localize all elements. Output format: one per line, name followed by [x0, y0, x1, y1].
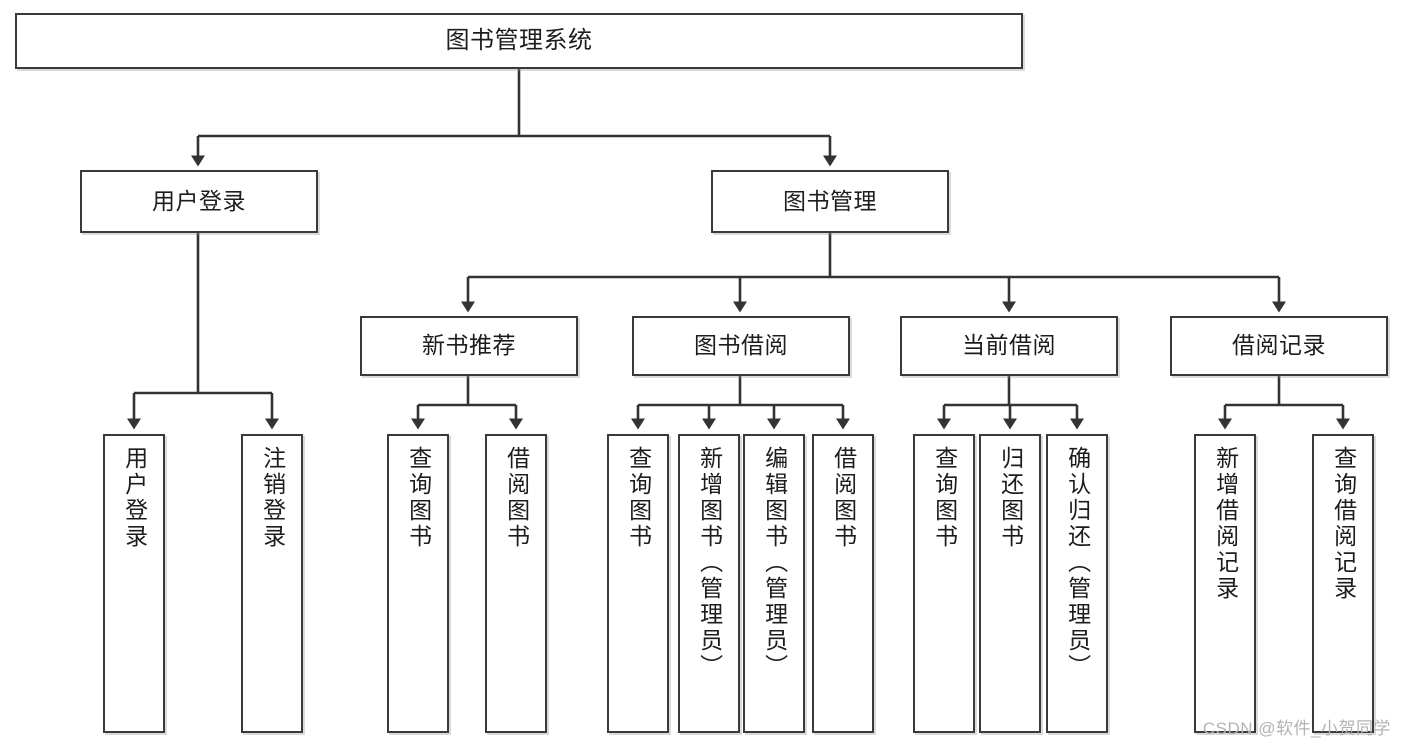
leaf-return-book[interactable]: 归还图书 — [979, 434, 1041, 733]
node-book-borrow-label: 图书借阅 — [694, 332, 788, 359]
leaf-query-book-3[interactable]: 查询图书 — [913, 434, 975, 733]
leaf-return-book-label: 归还图书 — [997, 446, 1024, 550]
node-book-manage-label: 图书管理 — [783, 187, 877, 214]
leaf-query-book-1[interactable]: 查询图书 — [387, 434, 449, 733]
node-current-borrow[interactable]: 当前借阅 — [900, 316, 1118, 376]
leaf-logout[interactable]: 注销登录 — [241, 434, 303, 733]
leaf-borrow-book-2[interactable]: 借阅图书 — [812, 434, 874, 733]
node-borrow-record-label: 借阅记录 — [1232, 332, 1326, 359]
node-new-book-recommend[interactable]: 新书推荐 — [360, 316, 578, 376]
csdn-watermark: CSDN @软件_小贺同学 — [1202, 719, 1391, 738]
leaf-query-borrow-record-label: 查询借阅记录 — [1330, 446, 1357, 602]
leaf-add-book[interactable]: 新增图书（管理员） — [678, 434, 740, 733]
leaf-add-borrow-record[interactable]: 新增借阅记录 — [1194, 434, 1256, 733]
node-user-login-label: 用户登录 — [152, 187, 246, 214]
node-root-label: 图书管理系统 — [445, 26, 593, 54]
leaf-borrow-book-1[interactable]: 借阅图书 — [485, 434, 547, 733]
leaf-query-book-3-label: 查询图书 — [931, 446, 958, 550]
leaf-logout-label: 注销登录 — [259, 446, 286, 550]
leaf-borrow-book-1-label: 借阅图书 — [503, 446, 530, 550]
leaf-confirm-return-label: 确认归还（管理员） — [1064, 446, 1091, 680]
leaf-borrow-book-2-label: 借阅图书 — [830, 446, 857, 550]
leaf-confirm-return[interactable]: 确认归还（管理员） — [1046, 434, 1108, 733]
node-borrow-record[interactable]: 借阅记录 — [1170, 316, 1388, 376]
leaf-query-book-1-label: 查询图书 — [405, 446, 432, 550]
leaf-edit-book[interactable]: 编辑图书（管理员） — [743, 434, 805, 733]
leaf-user-login-label: 用户登录 — [121, 446, 148, 550]
leaf-query-borrow-record[interactable]: 查询借阅记录 — [1312, 434, 1374, 733]
leaf-query-book-2[interactable]: 查询图书 — [607, 434, 669, 733]
node-book-borrow[interactable]: 图书借阅 — [632, 316, 850, 376]
node-new-book-recommend-label: 新书推荐 — [422, 332, 516, 359]
node-current-borrow-label: 当前借阅 — [962, 332, 1056, 359]
leaf-user-login[interactable]: 用户登录 — [103, 434, 165, 733]
node-root[interactable]: 图书管理系统 — [15, 13, 1023, 69]
leaf-add-book-label: 新增图书（管理员） — [696, 446, 723, 680]
node-book-manage[interactable]: 图书管理 — [711, 170, 949, 233]
leaf-query-book-2-label: 查询图书 — [625, 446, 652, 550]
leaf-edit-book-label: 编辑图书（管理员） — [761, 446, 788, 680]
leaf-add-borrow-record-label: 新增借阅记录 — [1212, 446, 1239, 602]
node-user-login[interactable]: 用户登录 — [80, 170, 318, 233]
